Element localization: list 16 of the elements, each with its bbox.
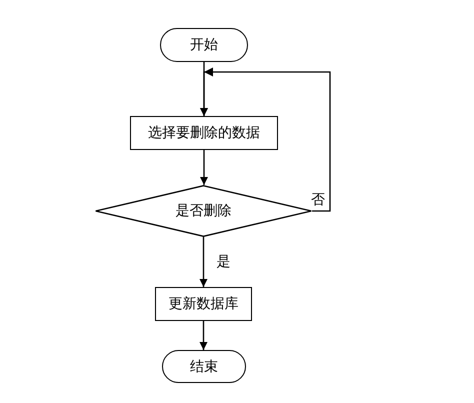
arrow — [200, 150, 208, 185]
edge-label: 否 — [310, 191, 326, 209]
arrow — [200, 68, 331, 212]
node-label: 是否删除 — [176, 202, 232, 220]
edge-label: 是 — [216, 253, 232, 271]
process-box — [155, 287, 252, 321]
arrow — [200, 237, 208, 287]
node-label: 更新数据库 — [168, 295, 238, 313]
terminal-shape — [162, 350, 246, 383]
decision-diamond — [95, 185, 312, 237]
terminal-shape — [160, 28, 248, 62]
node-label: 选择要删除的数据 — [148, 124, 260, 142]
node-label: 结束 — [190, 358, 218, 376]
node-label: 开始 — [190, 36, 218, 54]
arrow — [200, 321, 208, 350]
process-box — [130, 116, 278, 150]
